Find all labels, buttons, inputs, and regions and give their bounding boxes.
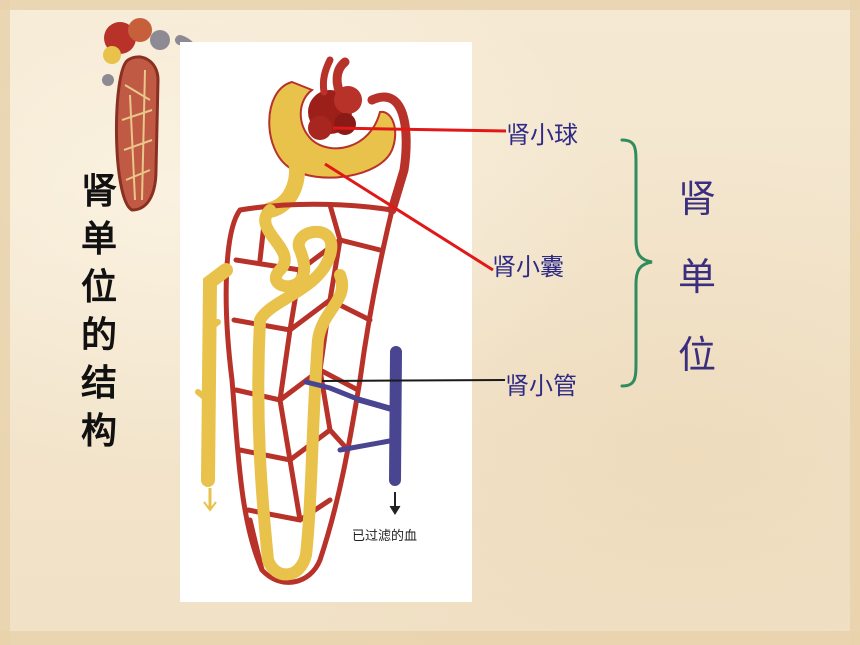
thumbnail-capillary-loop bbox=[115, 55, 160, 212]
tubule-callout-line bbox=[321, 379, 506, 382]
nephron-group-label: 肾 单 位 bbox=[672, 160, 722, 394]
title-char: 单 bbox=[80, 219, 117, 260]
group-char: 位 bbox=[677, 333, 716, 377]
flow-arrows bbox=[203, 488, 401, 515]
slide-border-left bbox=[0, 0, 10, 645]
title-char: 的 bbox=[80, 315, 117, 356]
slide-border-bottom bbox=[0, 631, 860, 645]
thumbnail-glomerulus bbox=[102, 18, 170, 86]
capsule-label: 肾小囊 bbox=[492, 253, 564, 281]
slide-border-right bbox=[850, 0, 860, 645]
group-char: 单 bbox=[677, 255, 716, 299]
glomerulus-callout-line bbox=[332, 126, 507, 133]
filtered-blood-label: 已过滤的血 bbox=[352, 528, 417, 544]
vertical-slide-title: 肾 单 位 的 结 构 bbox=[77, 168, 121, 456]
tubule-label: 肾小管 bbox=[505, 372, 577, 400]
slide-border-top bbox=[0, 0, 860, 10]
callout-lines bbox=[324, 126, 507, 272]
group-char: 肾 bbox=[677, 177, 716, 221]
nephron-brace bbox=[620, 138, 653, 388]
title-char: 肾 bbox=[80, 171, 117, 212]
glomerulus-label: 肾小球 bbox=[506, 121, 578, 149]
renal-tubule bbox=[195, 204, 348, 581]
title-char: 结 bbox=[80, 363, 117, 404]
venule bbox=[303, 346, 402, 486]
title-char: 构 bbox=[80, 411, 117, 452]
capsule-callout-line bbox=[324, 162, 494, 272]
title-char: 位 bbox=[80, 267, 117, 308]
glomerulus-cluster bbox=[308, 56, 411, 215]
